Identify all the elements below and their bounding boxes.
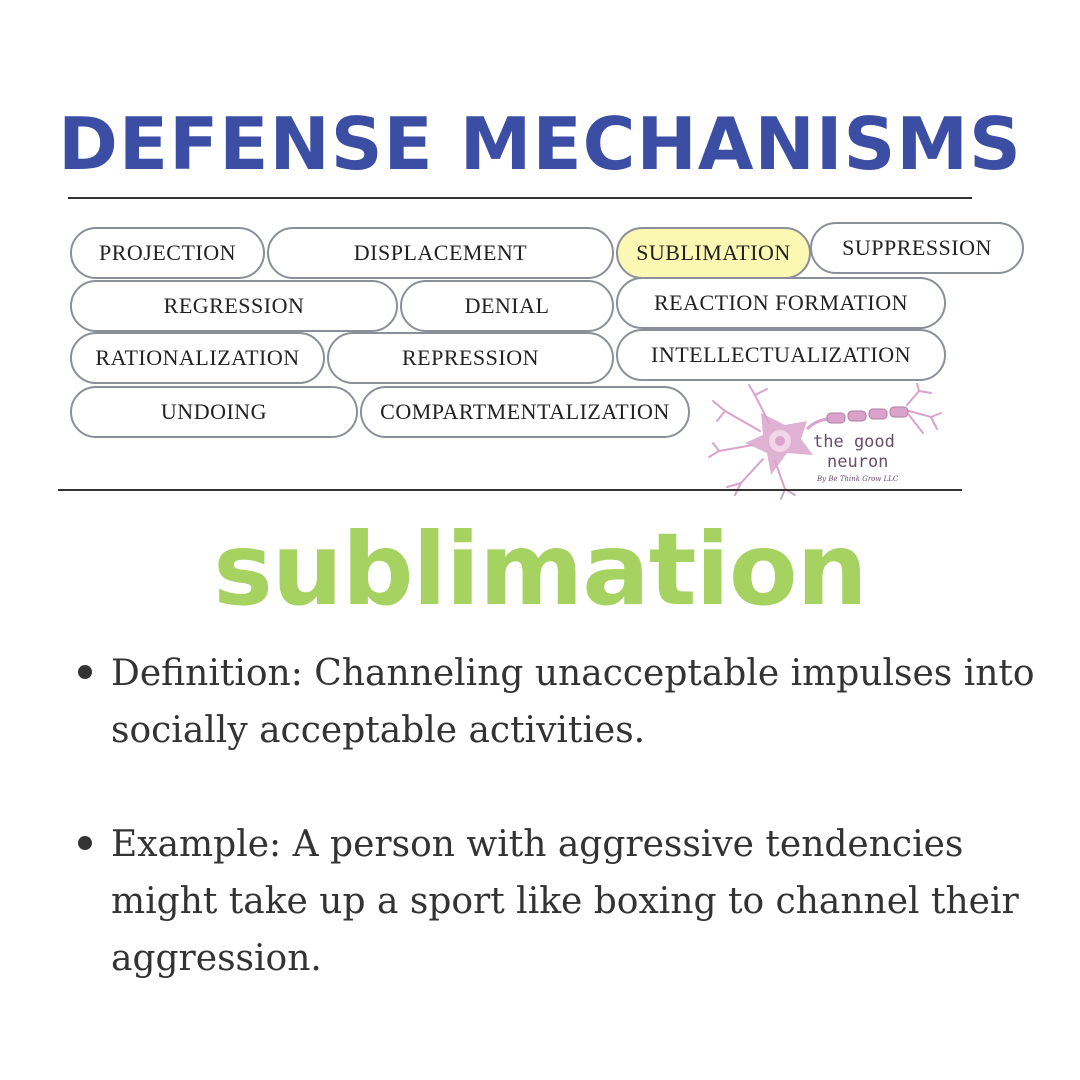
logo-line1: the good bbox=[813, 432, 895, 452]
logo-tagline: By Be Think Grow LLC bbox=[816, 475, 899, 483]
example-text: Example: A person with aggressive tenden… bbox=[111, 824, 1019, 979]
tag-sublimation[interactable]: SUBLIMATION bbox=[616, 227, 811, 279]
tag-reaction-formation[interactable]: REACTION FORMATION bbox=[616, 277, 946, 329]
definition-text: Definition: Channeling unacceptable impu… bbox=[111, 653, 1035, 751]
tag-compartmentalization[interactable]: COMPARTMENTALIZATION bbox=[360, 386, 690, 438]
tag-suppression[interactable]: SUPPRESSION bbox=[810, 222, 1024, 274]
logo-line2: neuron bbox=[827, 452, 888, 472]
definition-item: Definition: Channeling unacceptable impu… bbox=[78, 645, 1058, 759]
divider-top bbox=[68, 197, 972, 199]
tag-regression[interactable]: REGRESSION bbox=[70, 280, 398, 332]
bullet-dot bbox=[78, 665, 92, 679]
bullet-list: Definition: Channeling unacceptable impu… bbox=[78, 645, 1058, 987]
tag-undoing[interactable]: UNDOING bbox=[70, 386, 358, 438]
bullet-dot bbox=[78, 836, 92, 850]
example-item: Example: A person with aggressive tenden… bbox=[78, 816, 1058, 987]
neuron-logo: the good neuron By Be Think Grow LLC bbox=[708, 383, 942, 500]
page-title: DEFENSE MECHANISMS bbox=[58, 102, 1022, 186]
tag-intellectualization[interactable]: INTELLECTUALIZATION bbox=[616, 329, 946, 381]
tag-denial[interactable]: DENIAL bbox=[400, 280, 614, 332]
tag-rationalization[interactable]: RATIONALIZATION bbox=[70, 332, 325, 384]
tag-repression[interactable]: REPRESSION bbox=[327, 332, 614, 384]
section-heading: sublimation bbox=[213, 511, 868, 628]
divider-bottom bbox=[58, 489, 962, 491]
tag-projection[interactable]: PROJECTION bbox=[70, 227, 265, 279]
tag-displacement[interactable]: DISPLACEMENT bbox=[267, 227, 614, 279]
